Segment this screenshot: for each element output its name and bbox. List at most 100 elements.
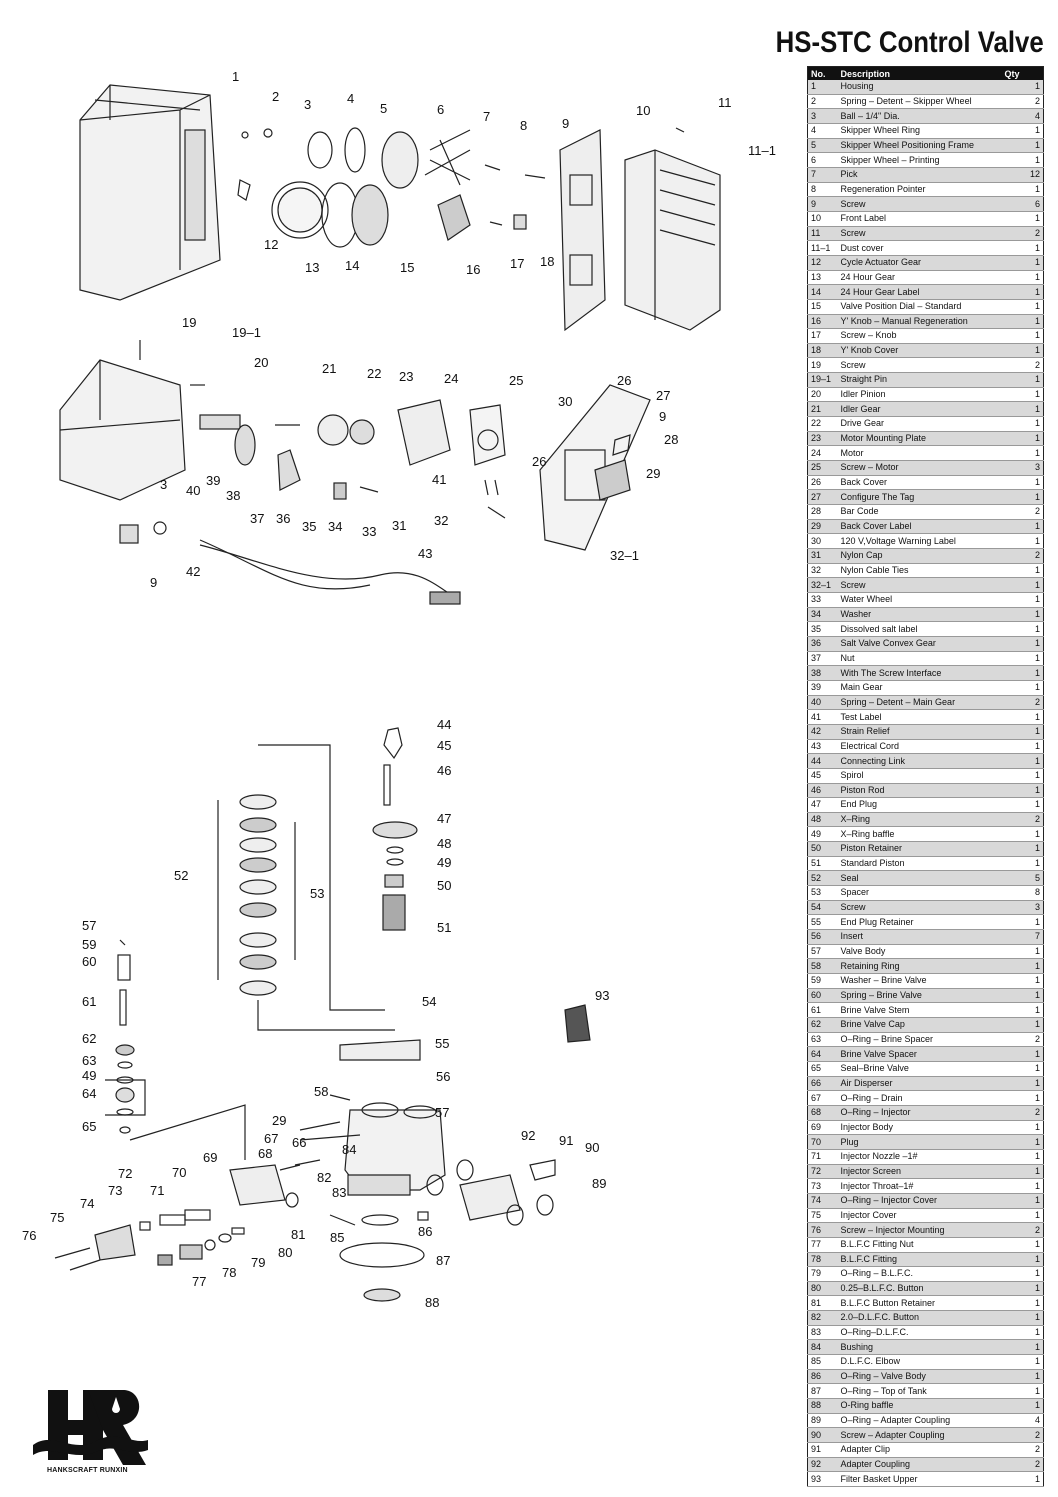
cell-no: 7: [807, 167, 838, 183]
callout-label: 7: [483, 109, 490, 124]
callout-label: 33: [362, 524, 376, 539]
cell-no: 73: [807, 1178, 838, 1194]
cell-description: Back Cover: [837, 475, 1002, 491]
cell-description: Screw: [837, 900, 1002, 916]
callout-label: 22: [367, 366, 381, 381]
callout-label: 52: [174, 868, 188, 883]
cell-qty: 1: [1001, 973, 1044, 989]
callout-label: 17: [510, 256, 524, 271]
cell-qty: 1: [1001, 401, 1044, 418]
page-title: HS-STC Control Valve: [775, 26, 1044, 59]
cell-qty: 1: [1001, 123, 1044, 139]
cell-description: Bar Code: [837, 504, 1002, 520]
callout-label: 5: [380, 101, 387, 116]
cell-no: 54: [807, 900, 838, 916]
cell-description: B.L.F.C Button Retainer: [837, 1295, 1002, 1312]
header-description: Description: [837, 66, 1002, 80]
callout-label: 68: [258, 1146, 272, 1161]
cell-description: O-Ring baffle: [837, 1398, 1002, 1414]
cell-description: Nylon Cap: [837, 548, 1002, 564]
header-qty: Qty: [1001, 66, 1044, 80]
cell-no: 66: [807, 1076, 838, 1092]
logo-text: HANKSCRAFT RUNXIN: [47, 1467, 128, 1474]
cell-no: 1: [807, 80, 838, 95]
cell-description: Nut: [837, 651, 1002, 667]
cell-description: Skipper Wheel Positioning Frame: [837, 138, 1002, 154]
cell-no: 44: [807, 753, 838, 769]
cell-qty: 1: [1001, 621, 1044, 637]
callout-label: 26: [532, 454, 546, 469]
cell-no: 20: [807, 387, 838, 403]
cell-qty: 1: [1001, 739, 1044, 755]
callout-label: 39: [206, 473, 220, 488]
cell-qty: 1: [1001, 841, 1044, 857]
cell-description: O–Ring – Top of Tank: [837, 1383, 1002, 1400]
cell-qty: 1: [1001, 944, 1044, 960]
cell-no: 46: [807, 783, 838, 799]
cell-no: 82: [807, 1310, 838, 1326]
callout-label: 45: [437, 738, 451, 753]
cell-description: Screw – Motor: [837, 460, 1002, 476]
cell-description: Valve Body: [837, 944, 1002, 960]
cell-description: Brine Valve Stem: [837, 1002, 1002, 1018]
callout-label: 64: [82, 1086, 96, 1101]
callout-label: 27: [656, 388, 670, 403]
cell-qty: 1: [1001, 783, 1044, 799]
cell-no: 19–1: [807, 372, 838, 388]
cell-qty: 1: [1001, 665, 1044, 681]
cell-description: Screw – Knob: [837, 328, 1002, 344]
cell-no: 32–1: [807, 577, 838, 593]
cell-description: 0.25–B.L.F.C. Button: [837, 1281, 1002, 1297]
cell-description: With The Screw Interface: [837, 665, 1002, 681]
cell-qty: 1: [1001, 607, 1044, 623]
cell-qty: 1: [1001, 1266, 1044, 1282]
cell-qty: 2: [1001, 812, 1044, 828]
cell-qty: 2: [1001, 1222, 1044, 1238]
cell-no: 10: [807, 211, 838, 227]
callout-label: 88: [425, 1295, 439, 1310]
cell-no: 51: [807, 856, 838, 872]
callout-label: 72: [118, 1166, 132, 1181]
cell-description: O–Ring – Adapter Coupling: [837, 1413, 1002, 1429]
callout-label: 1: [232, 69, 239, 84]
callout-label: 62: [82, 1031, 96, 1046]
callout-label: 61: [82, 994, 96, 1009]
cell-description: Injector Throat–1#: [837, 1178, 1002, 1194]
callout-label: 18: [540, 254, 554, 269]
callout-label: 55: [435, 1036, 449, 1051]
cell-description: Plug: [837, 1134, 1002, 1150]
cell-no: 29: [807, 519, 838, 535]
cell-no: 89: [807, 1413, 838, 1429]
cell-no: 15: [807, 299, 838, 315]
callout-label: 92: [521, 1128, 535, 1143]
callout-label: 32–1: [610, 548, 639, 563]
callout-label: 37: [250, 511, 264, 526]
cell-description: O–Ring – Drain: [837, 1090, 1002, 1106]
cell-description: Bushing: [837, 1339, 1002, 1356]
cell-description: Adapter Coupling: [837, 1457, 1002, 1473]
callout-label: 57: [82, 918, 96, 933]
callout-label: 76: [22, 1228, 36, 1243]
cell-no: 87: [807, 1383, 838, 1400]
